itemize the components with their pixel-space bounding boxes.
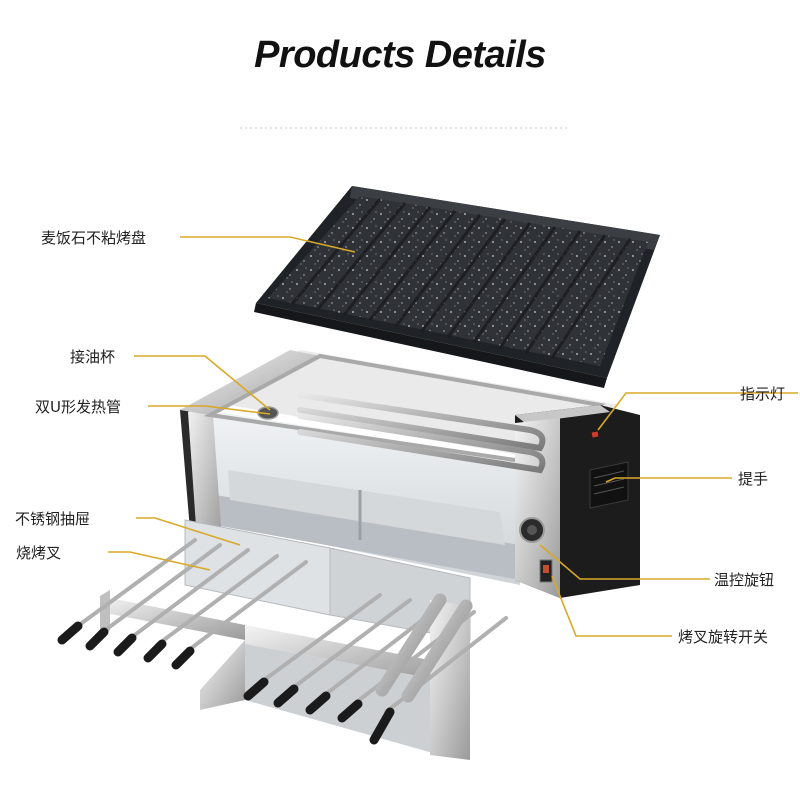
callout-handle: 提手 [738,470,769,488]
skewer-handles [57,621,395,745]
callout-grill-plate: 麦饭石不粘烤盘 [41,229,147,247]
callout-indicator-light: 指示灯 [740,385,786,403]
callout-drawer: 不锈钢抽屉 [15,510,91,528]
skewer-rollers [375,593,473,703]
callout-skewers: 烧烤叉 [16,544,62,562]
callout-lines [108,236,798,637]
heating-tubes [297,392,546,474]
callout-temp-knob: 温控旋钮 [714,571,775,589]
callout-rotation-switch: 烤叉旋转开关 [678,628,769,646]
callout-oil-cup: 接油杯 [70,348,116,366]
page-title: Products Details [254,34,546,76]
callout-heating-tube: 双U形发热管 [35,398,121,416]
grill-plate [254,186,660,388]
